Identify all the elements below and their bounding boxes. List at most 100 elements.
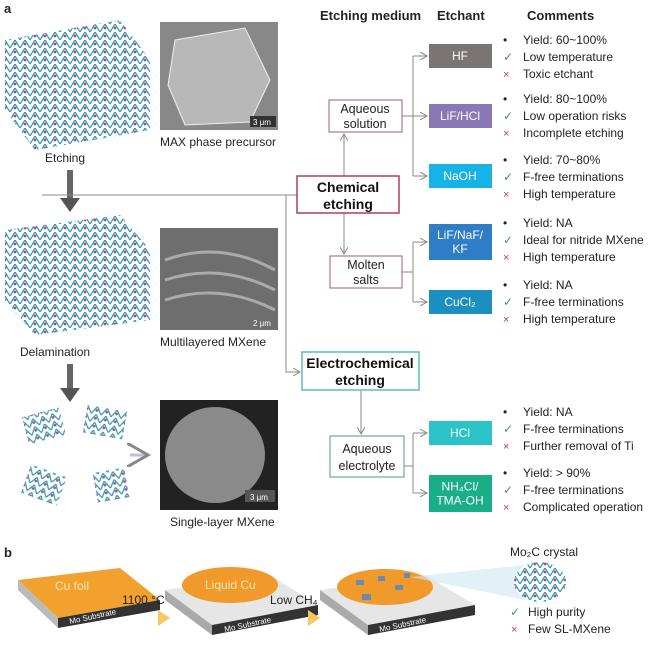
comment-text: F-free terminations [523,483,624,497]
check-icon: ✓ [503,233,513,247]
max-caption: MAX phase precursor [160,135,276,149]
etchant-box: HCl [429,421,492,445]
svg-text:Molten: Molten [347,258,385,272]
comment-text: F-free terminations [523,170,624,184]
comment-text: Yield: > 90% [523,466,591,480]
cu-foil-substrate: Cu foil Mo Substrate [18,568,160,628]
comment-text: Yield: 60~100% [523,33,607,47]
etchant-box: HF [429,44,492,68]
single-layer-flakes [21,404,130,506]
etching-label: Etching [45,151,85,165]
svg-text:2 μm: 2 μm [253,319,271,328]
comment-text: High temperature [523,187,616,201]
check-icon: ✓ [510,605,520,619]
check-icon: ✓ [503,109,513,123]
etchant-name: HCl [450,426,470,440]
comment-text: F-free terminations [523,422,624,436]
comment-text: Toxic etchant [523,67,594,81]
cross-icon: × [503,189,509,201]
etchant-name: HF [452,49,468,63]
bullet-icon: • [503,92,507,106]
comment-text: Low operation risks [523,109,626,123]
max-sem-image: 3 μm [160,22,278,130]
step1-label: 1100 °C [122,593,165,607]
cross-icon: × [503,69,509,81]
svg-text:Chemical: Chemical [317,179,379,195]
bullet-icon: • [503,405,507,419]
single-layer-caption: Single-layer MXene [170,515,275,529]
panel-b-label: b [4,545,12,560]
etchant-name: LiF/HCl [440,109,480,123]
header-etchant: Etchant [437,8,485,23]
etchant-name: TMA-OH [436,494,483,508]
etchant-box: LiF/HCl [429,104,492,128]
mo2c-growth-substrate: Mo Substrate [320,569,475,635]
comment-text: Yield: NA [523,278,573,292]
svg-text:Liquid Cu: Liquid Cu [205,578,256,592]
comment-text: Complicated operation [523,500,643,514]
etchant-name: CuCl₂ [444,295,476,309]
cross-icon: × [503,128,509,140]
pro-text: High purity [528,605,585,619]
svg-text:electrolyte: electrolyte [339,459,396,473]
check-icon: ✓ [503,50,513,64]
svg-text:3 μm: 3 μm [250,493,268,502]
cross-icon: × [503,314,509,326]
single-layer-sem-image: 3 μm [160,400,278,510]
svg-text:3 μm: 3 μm [253,118,271,127]
svg-text:Aqueous: Aqueous [342,442,391,456]
comment-text: F-free terminations [523,295,624,309]
bullet-icon: • [503,216,507,230]
comment-text: Further removal of Ti [523,439,634,453]
header-comments: Comments [527,8,594,23]
comment-text: High temperature [523,312,616,326]
svg-text:solution: solution [343,117,386,131]
comment-text: Incomplete etching [523,126,624,140]
bullet-icon: • [503,278,507,292]
aqueous-electrolyte-box: Aqueous electrolyte [329,435,405,478]
step2-label: Low CH₄ [270,593,318,607]
cross-icon: × [503,441,509,453]
cross-icon: × [503,252,509,264]
etchant-name: NaOH [443,169,476,183]
multilayer-sem-image: 2 μm [160,228,278,330]
svg-text:salts: salts [353,273,379,287]
header-etching-medium: Etching medium [320,8,421,23]
etchant-box: NH₄Cl/TMA-OH [429,475,492,512]
comment-text: Yield: NA [523,216,573,230]
mo2c-crystal-structure [514,562,566,602]
etchant-name: NH₄Cl/ [442,480,480,494]
comment-text: Yield: 80~100% [523,92,607,106]
check-icon: ✓ [503,483,513,497]
etchant-name: LiF/NaF/ [437,228,484,242]
con-text: Few SL-MXene [528,622,611,636]
multilayer-structure [5,215,150,335]
multilayer-caption: Multilayered MXene [160,335,266,349]
svg-text:Electrochemical: Electrochemical [306,355,413,371]
svg-text:etching: etching [335,372,385,388]
check-icon: ✓ [503,422,513,436]
svg-text:etching: etching [323,196,373,212]
crystal-label: Mo₂C crystal [510,545,578,559]
etchant-box: NaOH [429,164,492,188]
bullet-icon: • [503,33,507,47]
etchant-name: KF [452,242,467,256]
liquid-cu-substrate: Liquid Cu Mo Substrate [165,567,318,635]
comment-text: Yield: 70~80% [523,153,601,167]
svg-text:Aqueous: Aqueous [340,102,389,116]
etchant-box: LiF/NaF/KF [429,224,492,260]
comment-text: Ideal for nitride MXene [523,233,644,247]
delamination-label: Delamination [20,345,90,359]
max-phase-structure [5,20,150,150]
bullet-icon: • [503,466,507,480]
cross-icon: × [503,502,509,514]
panel-a-label: a [4,1,12,16]
cross-icon: × [511,624,517,636]
check-icon: ✓ [503,295,513,309]
etchant-box: CuCl₂ [429,290,492,314]
